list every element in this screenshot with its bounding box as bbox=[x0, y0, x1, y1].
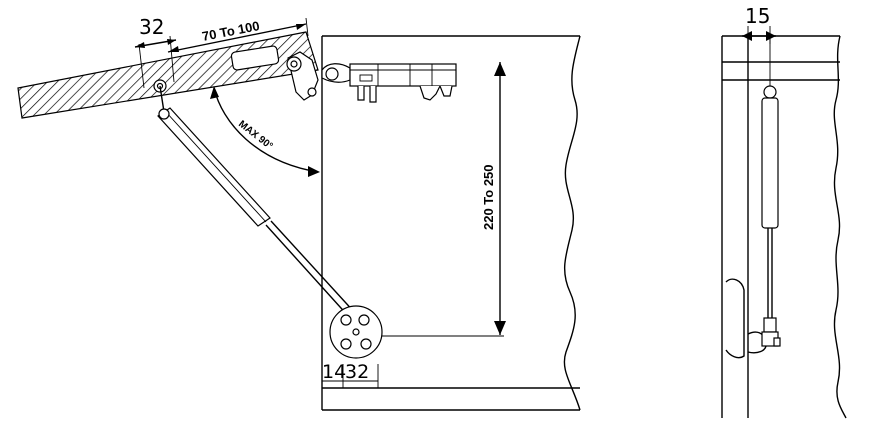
svg-text:15: 15 bbox=[745, 4, 770, 28]
svg-text:70 To 100: 70 To 100 bbox=[201, 18, 261, 44]
side-view-gas-strut bbox=[761, 36, 781, 347]
dimension-hole-spacing-top: 32 bbox=[134, 15, 177, 89]
svg-text:220 To 250: 220 To 250 bbox=[481, 164, 496, 230]
side-view-cabinet bbox=[721, 35, 847, 419]
hinge-mechanism bbox=[286, 51, 457, 103]
svg-text:32: 32 bbox=[345, 361, 369, 383]
svg-text:14: 14 bbox=[322, 361, 346, 383]
dimension-side-width: 15 bbox=[742, 4, 776, 44]
dimension-bottom-offsets: 14 32 bbox=[322, 361, 379, 388]
base-mounting-plate bbox=[329, 305, 383, 359]
gas-strut bbox=[157, 85, 357, 319]
cabinet-side-panel bbox=[321, 35, 581, 411]
svg-text:32: 32 bbox=[139, 15, 164, 39]
dimension-height-range: 220 To 250 bbox=[382, 62, 506, 337]
